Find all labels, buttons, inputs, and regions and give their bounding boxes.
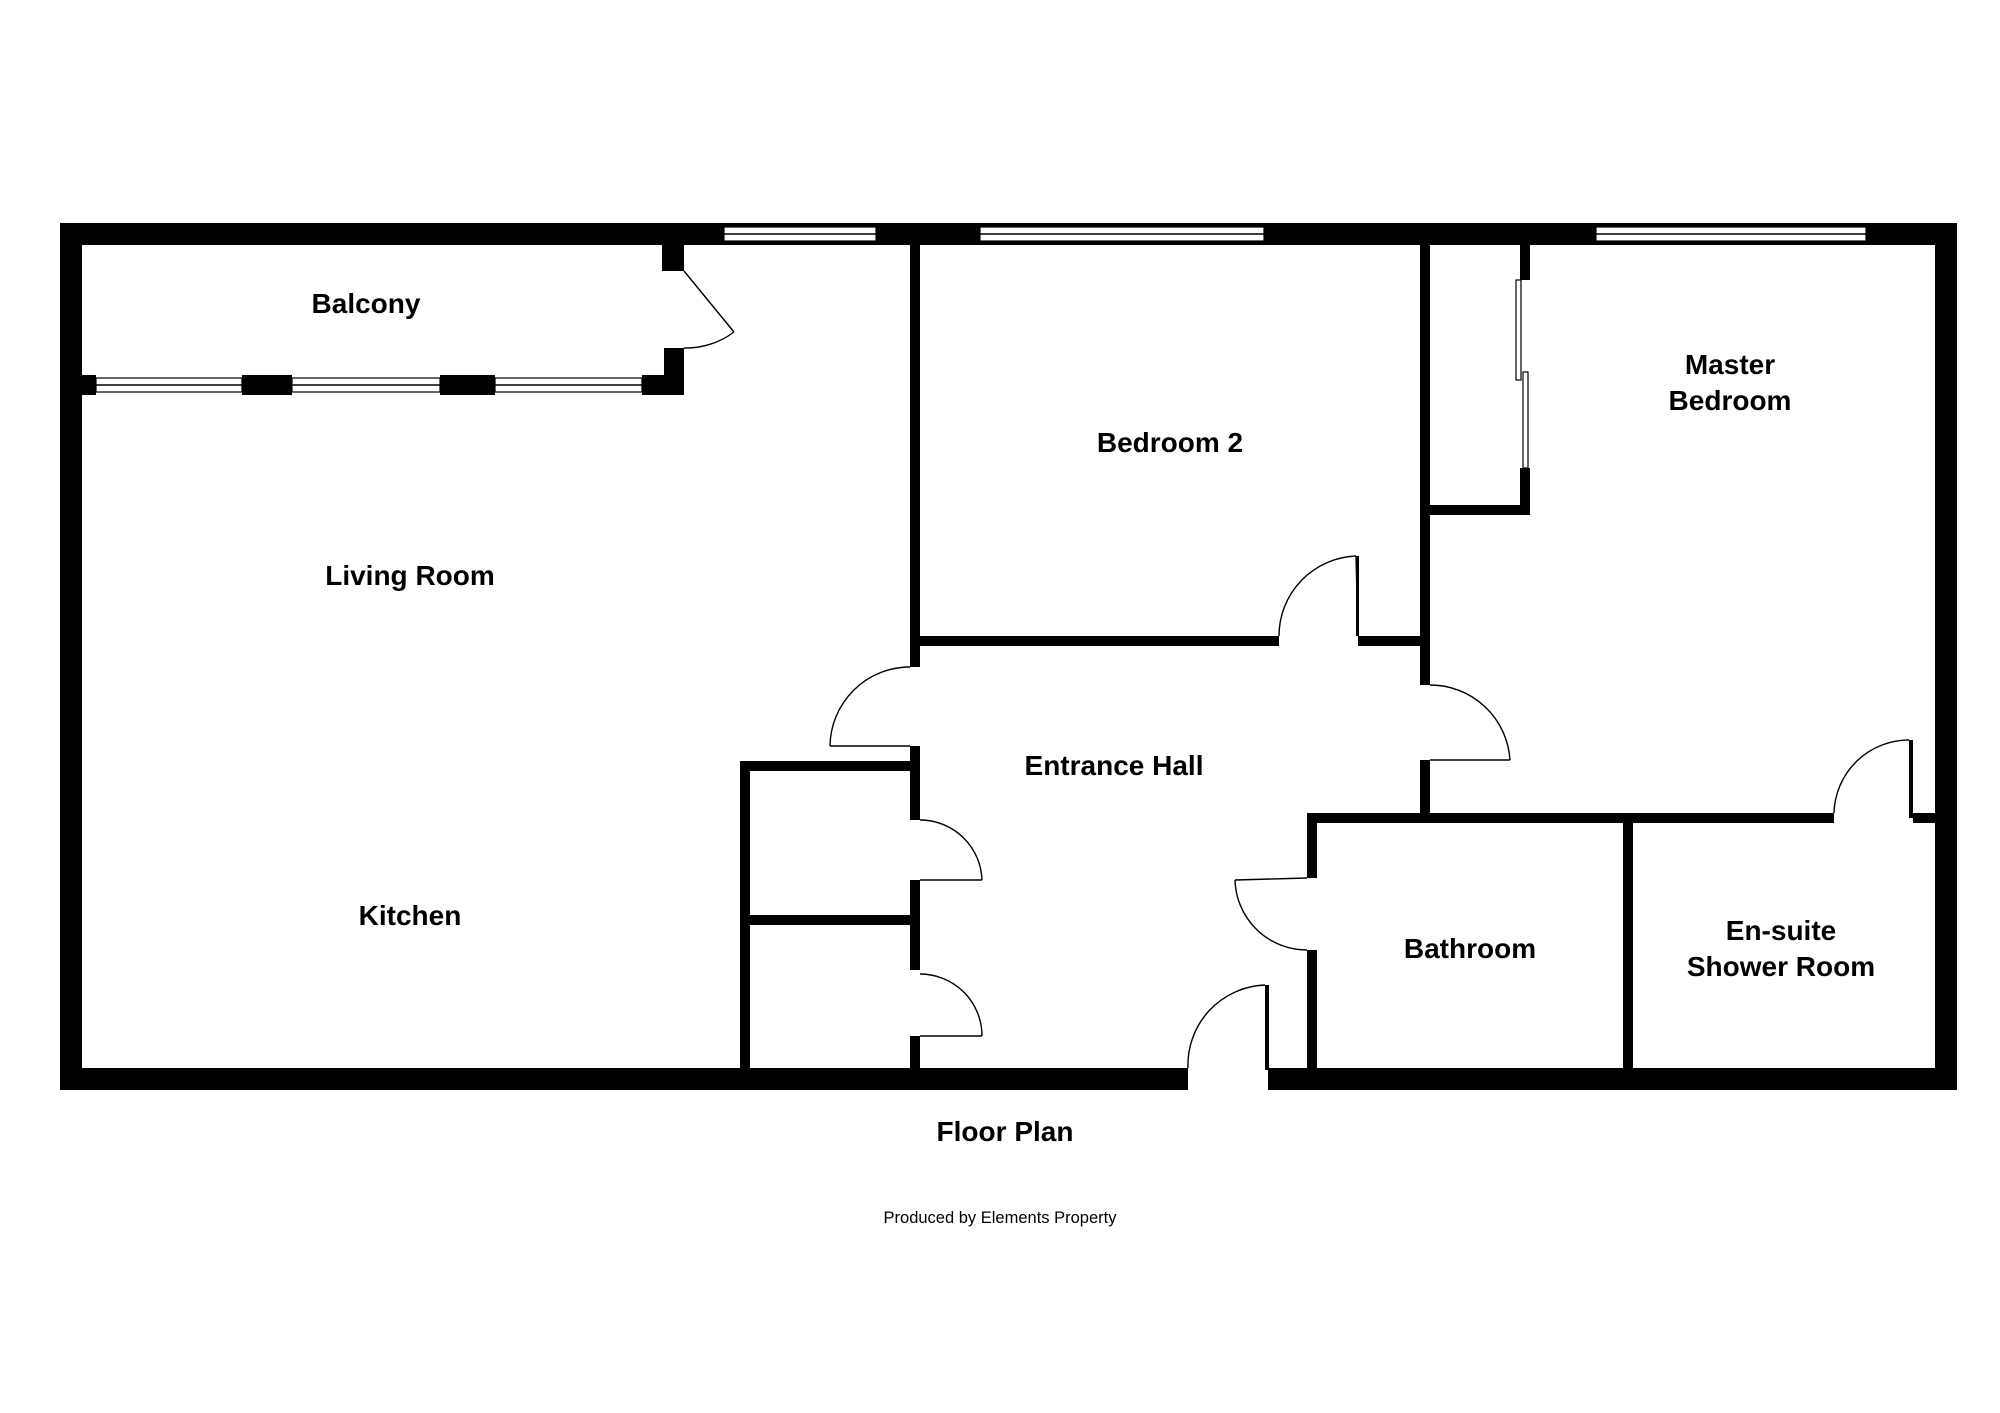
wall-bed2-master xyxy=(1420,245,1430,685)
wardrobe-wall-bottom xyxy=(1420,505,1530,515)
label-balcony: Balcony xyxy=(312,288,421,319)
windows xyxy=(95,226,1867,393)
wall-right xyxy=(1935,223,1957,1090)
wall-bath-left xyxy=(1307,950,1317,1068)
wardrobe-slider xyxy=(1515,279,1522,381)
wall-bed2-bottom xyxy=(1358,636,1423,646)
wardrobe-wall-right xyxy=(1520,468,1530,515)
balcony-wall-seg xyxy=(82,375,96,395)
label-master-bedroom-line1: Master xyxy=(1685,349,1775,380)
door-cupboard-upper xyxy=(919,819,983,881)
door-ensuite xyxy=(1833,739,1910,814)
wall-left xyxy=(60,223,82,1090)
label-ensuite-line1: En-suite xyxy=(1726,915,1836,946)
wall-front-door-jamb xyxy=(1265,985,1269,1070)
wall-bath-top xyxy=(1307,813,1834,823)
door-bathroom xyxy=(1234,877,1308,951)
wardrobe-wall-right xyxy=(1520,245,1530,280)
plan-caption: Floor Plan xyxy=(937,1116,1074,1147)
door-cupboard-lower xyxy=(919,973,983,1037)
door-balcony xyxy=(683,270,735,349)
door-master xyxy=(1429,684,1511,761)
label-living-room: Living Room xyxy=(325,560,495,591)
balcony-wall-right xyxy=(662,233,684,271)
balcony-wall-right xyxy=(664,348,684,395)
walls xyxy=(60,223,1957,1090)
label-master-bedroom-line2: Bedroom xyxy=(1669,385,1792,416)
wall-ensuite-jamb xyxy=(1909,740,1913,818)
balcony-wall-seg xyxy=(242,375,292,395)
wall-ensuite-top xyxy=(1913,813,1935,823)
wall-hall-cupboards xyxy=(910,765,920,820)
door-front xyxy=(1187,984,1266,1069)
wall-hall-master xyxy=(1420,760,1430,816)
wall-living-hall xyxy=(910,746,920,768)
wall-living-bed2 xyxy=(910,245,920,667)
producer-credit: Produced by Elements Property xyxy=(884,1209,1118,1227)
door-living xyxy=(829,666,911,747)
wall-bath-ensuite xyxy=(1623,813,1633,1068)
cupboard-wall-left xyxy=(740,761,750,1068)
wardrobe-slider xyxy=(1522,371,1529,469)
wall-bath-left xyxy=(1307,813,1317,878)
label-entrance-hall: Entrance Hall xyxy=(1025,750,1204,781)
label-ensuite-line2: Shower Room xyxy=(1687,951,1875,982)
wall-hall-cupboards xyxy=(910,1036,920,1068)
wall-bottom-right xyxy=(1268,1068,1957,1090)
room-labels: Balcony Living Room Kitchen Bedroom 2 Ma… xyxy=(312,288,1876,982)
cupboard-wall-top xyxy=(740,761,920,771)
balcony-wall-seg xyxy=(440,375,495,395)
door-bedroom2 xyxy=(1278,555,1359,637)
label-bedroom-2: Bedroom 2 xyxy=(1097,427,1243,458)
label-bathroom: Bathroom xyxy=(1404,933,1536,964)
label-kitchen: Kitchen xyxy=(359,900,462,931)
doors xyxy=(683,270,1910,1069)
wall-bottom-left xyxy=(60,1068,1188,1090)
cupboard-wall-mid xyxy=(740,915,920,925)
wall-bed2-bottom xyxy=(910,636,1279,646)
